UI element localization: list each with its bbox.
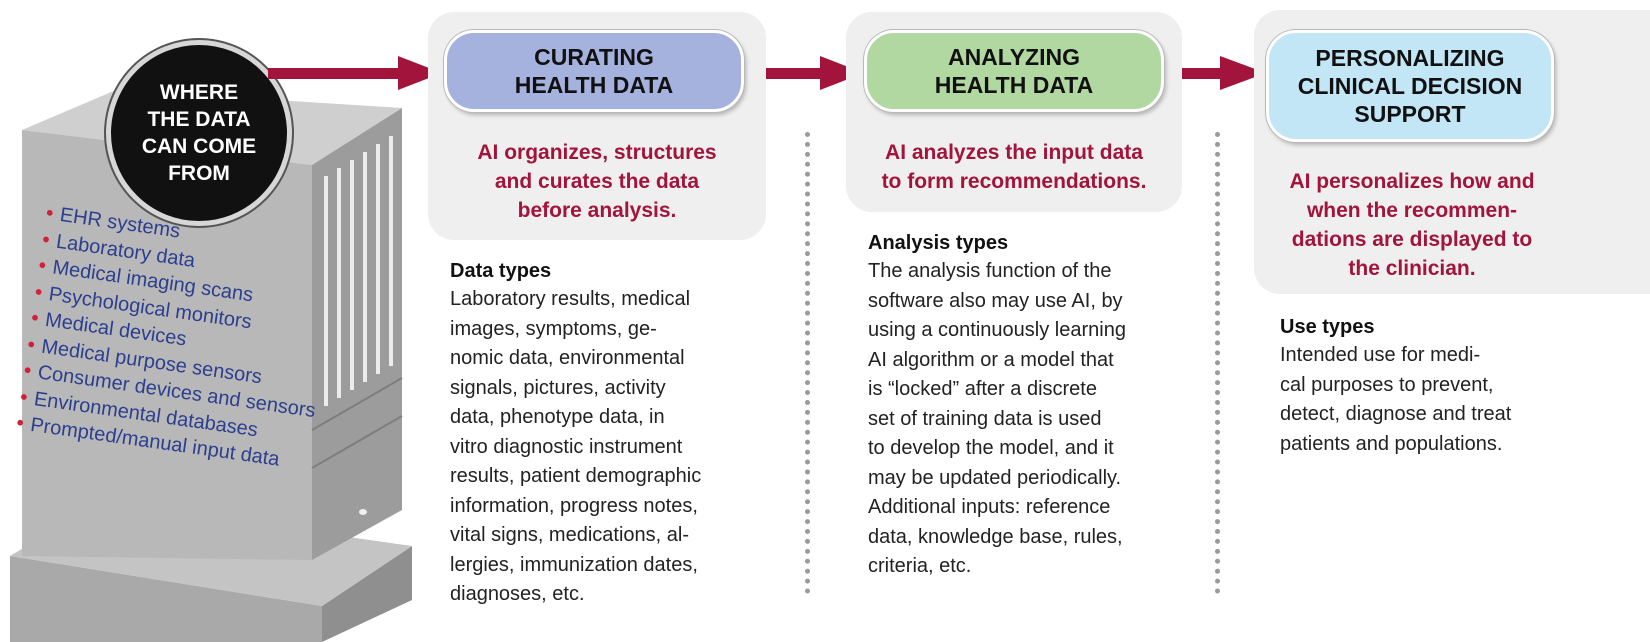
data-source-badge: WHERE THE DATA CAN COME FROM <box>106 40 292 226</box>
analysis-types-title: Analysis types <box>868 232 1009 254</box>
divider-dotted <box>1215 132 1220 594</box>
arrow-to-analyzing <box>742 68 822 79</box>
divider-dotted <box>805 132 810 594</box>
arrow-to-personalizing <box>1164 68 1222 79</box>
use-types-title: Use types <box>1280 316 1375 338</box>
arrow-to-curating <box>268 68 400 79</box>
use-types-body: Intended use for medi-cal purposes to pr… <box>1280 344 1512 455</box>
data-types-title: Data types <box>450 260 552 282</box>
